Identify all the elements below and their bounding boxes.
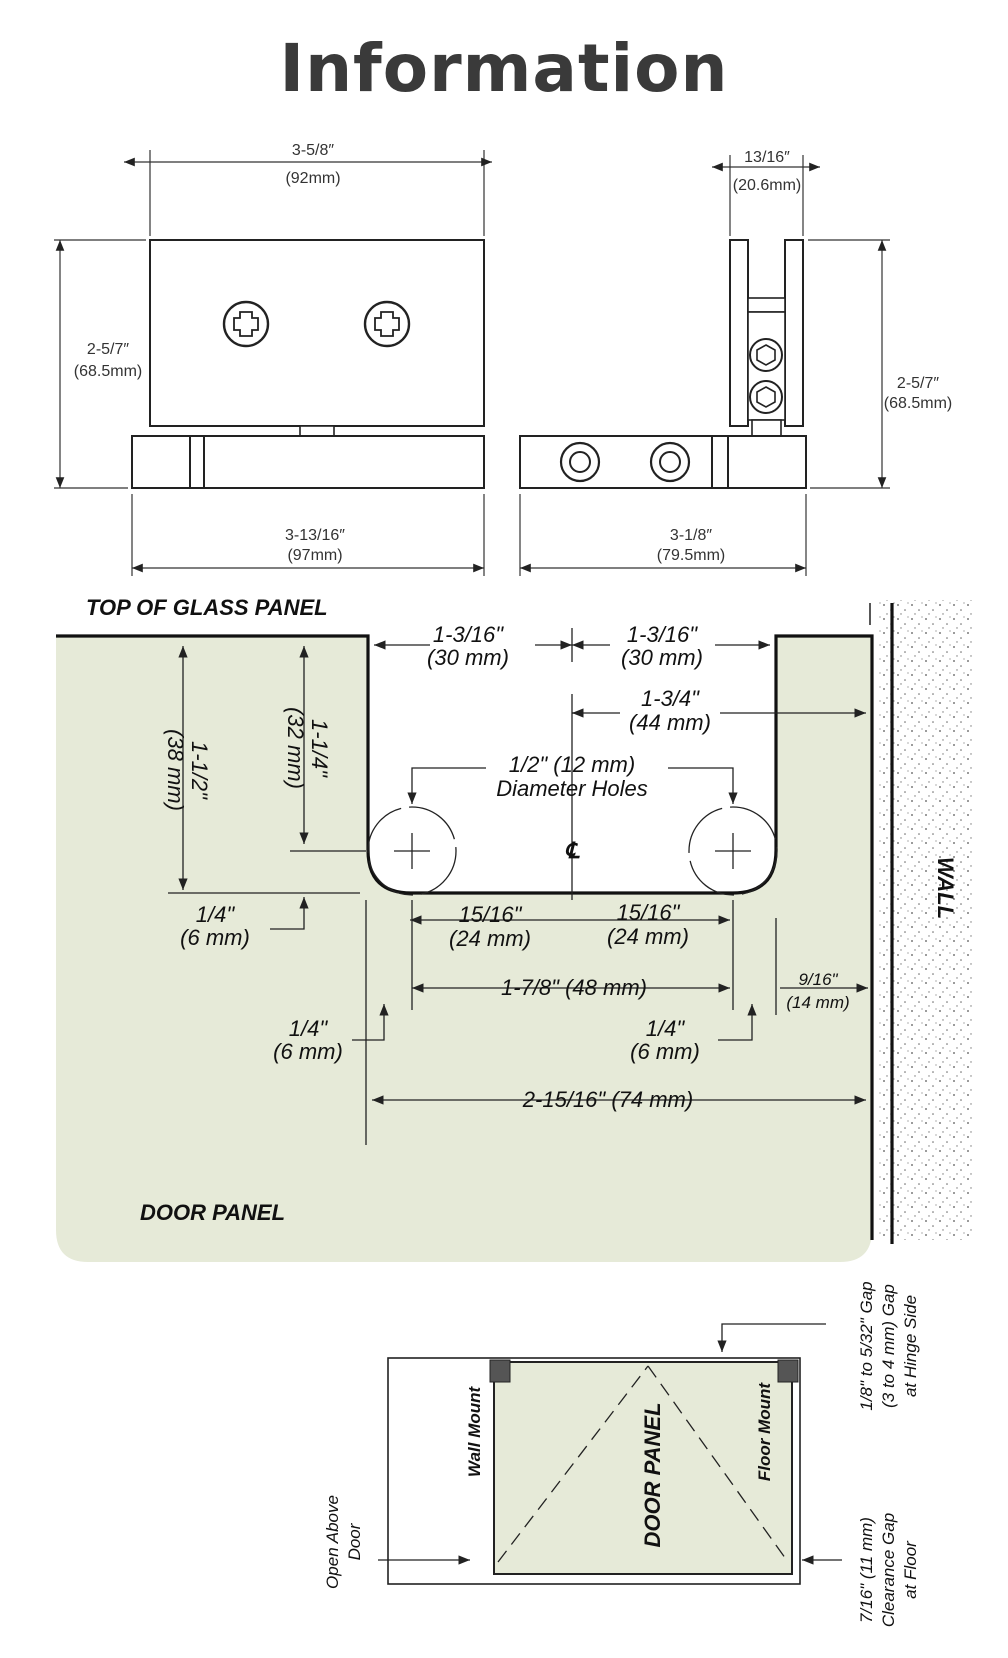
half-right-mm: (24 mm) bbox=[607, 924, 689, 949]
centerline-symbol: ℄ bbox=[565, 838, 580, 863]
half-right-in: 15/16" bbox=[617, 900, 681, 925]
half-left-in: 15/16" bbox=[459, 902, 523, 927]
washer-icon bbox=[649, 441, 691, 483]
right-top-dim-mm: (30 mm) bbox=[621, 645, 703, 670]
left-top-dim-mm: (30 mm) bbox=[427, 645, 509, 670]
hinge-gap-line-1: 1/8" to 5/32" Gap bbox=[857, 1281, 876, 1410]
side-width-mm: (20.6mm) bbox=[733, 177, 801, 194]
side-base-in: 3-1/8″ bbox=[670, 527, 712, 544]
front-view-dimensions bbox=[54, 150, 492, 576]
notch-dimension-lines bbox=[168, 628, 868, 1145]
wall-gap-in: 9/16" bbox=[798, 970, 838, 989]
left-top-dim-in: 1-3/16" bbox=[433, 622, 504, 647]
hinge-gap-line-3: at Hinge Side bbox=[901, 1295, 920, 1397]
depth-inner-mm: (32 mm) bbox=[283, 707, 308, 789]
center-wall-dim-in: 1-3/4" bbox=[641, 686, 700, 711]
base-width-in: 3-13/16″ bbox=[285, 527, 345, 544]
wall-texture bbox=[878, 600, 974, 1240]
screw-icon bbox=[363, 300, 411, 348]
front-height-in: 2-5/7″ bbox=[87, 341, 129, 358]
quarter-b-mm: (6 mm) bbox=[273, 1039, 343, 1064]
open-above-line-1: Open Above bbox=[323, 1495, 342, 1589]
floor-gap-line-2: Clearance Gap bbox=[879, 1513, 898, 1627]
floor-gap-line-3: at Floor bbox=[901, 1540, 920, 1599]
wall-mount-label: Wall Mount bbox=[465, 1385, 484, 1477]
open-above-line-2: Door bbox=[345, 1522, 364, 1560]
clamp-plate-front bbox=[149, 239, 485, 427]
front-width-in: 3-5/8″ bbox=[292, 142, 334, 159]
side-view bbox=[519, 239, 807, 489]
page-title: Information bbox=[279, 30, 729, 107]
door-panel-label: DOOR PANEL bbox=[140, 1200, 285, 1225]
depth-outer-mm: (38 mm) bbox=[163, 729, 188, 811]
quarter-c-mm: (6 mm) bbox=[630, 1039, 700, 1064]
wall-label: WALL bbox=[933, 857, 958, 919]
total-width-dim: 2-15/16" (74 mm) bbox=[522, 1087, 693, 1112]
floor-mount-label: Floor Mount bbox=[755, 1382, 774, 1482]
door-panel-small-label: DOOR PANEL bbox=[640, 1402, 665, 1547]
door-frame bbox=[387, 1357, 801, 1585]
right-top-dim-in: 1-3/16" bbox=[627, 622, 698, 647]
side-height-in: 2-5/7″ bbox=[897, 375, 939, 392]
base-width-mm: (97mm) bbox=[287, 547, 342, 564]
quarter-b-in: 1/4" bbox=[289, 1016, 329, 1041]
screw-icon bbox=[222, 300, 270, 348]
front-view bbox=[131, 239, 485, 489]
front-width-mm: (92mm) bbox=[285, 170, 340, 187]
holes-span-dim: 1-7/8" (48 mm) bbox=[501, 975, 647, 1000]
side-height-mm: (68.5mm) bbox=[884, 395, 952, 412]
quarter-a-in: 1/4" bbox=[196, 902, 236, 927]
wall-mount-block bbox=[489, 1359, 511, 1383]
holes-label-2: Diameter Holes bbox=[496, 776, 648, 801]
front-height-mm: (68.5mm) bbox=[74, 363, 142, 380]
quarter-a-mm: (6 mm) bbox=[180, 925, 250, 950]
floor-mount-block bbox=[777, 1359, 799, 1383]
hex-bolt-icon bbox=[749, 338, 783, 372]
depth-outer-in: 1-1/2" bbox=[187, 741, 212, 800]
holes-label-1: 1/2" (12 mm) bbox=[509, 752, 635, 777]
door-panel-shape bbox=[56, 636, 872, 1262]
hinge-gap-line-2: (3 to 4 mm) Gap bbox=[879, 1284, 898, 1408]
quarter-c-in: 1/4" bbox=[646, 1016, 686, 1041]
wall-gap-mm: (14 mm) bbox=[786, 993, 849, 1012]
top-of-glass-label: TOP OF GLASS PANEL bbox=[86, 595, 328, 620]
side-width-in: 13/16″ bbox=[744, 149, 790, 166]
side-base-mm: (79.5mm) bbox=[657, 547, 725, 564]
washer-icon bbox=[559, 441, 601, 483]
clamp-base-front bbox=[131, 435, 485, 489]
center-wall-dim-mm: (44 mm) bbox=[629, 710, 711, 735]
hole-markers bbox=[367, 806, 778, 896]
door-arrows bbox=[378, 1323, 842, 1565]
hex-bolt-icon bbox=[749, 380, 783, 414]
depth-inner-in: 1-1/4" bbox=[307, 719, 332, 778]
floor-gap-line-1: 7/16" (11 mm) bbox=[857, 1517, 876, 1623]
half-left-mm: (24 mm) bbox=[449, 926, 531, 951]
side-view-dimensions bbox=[519, 155, 890, 576]
